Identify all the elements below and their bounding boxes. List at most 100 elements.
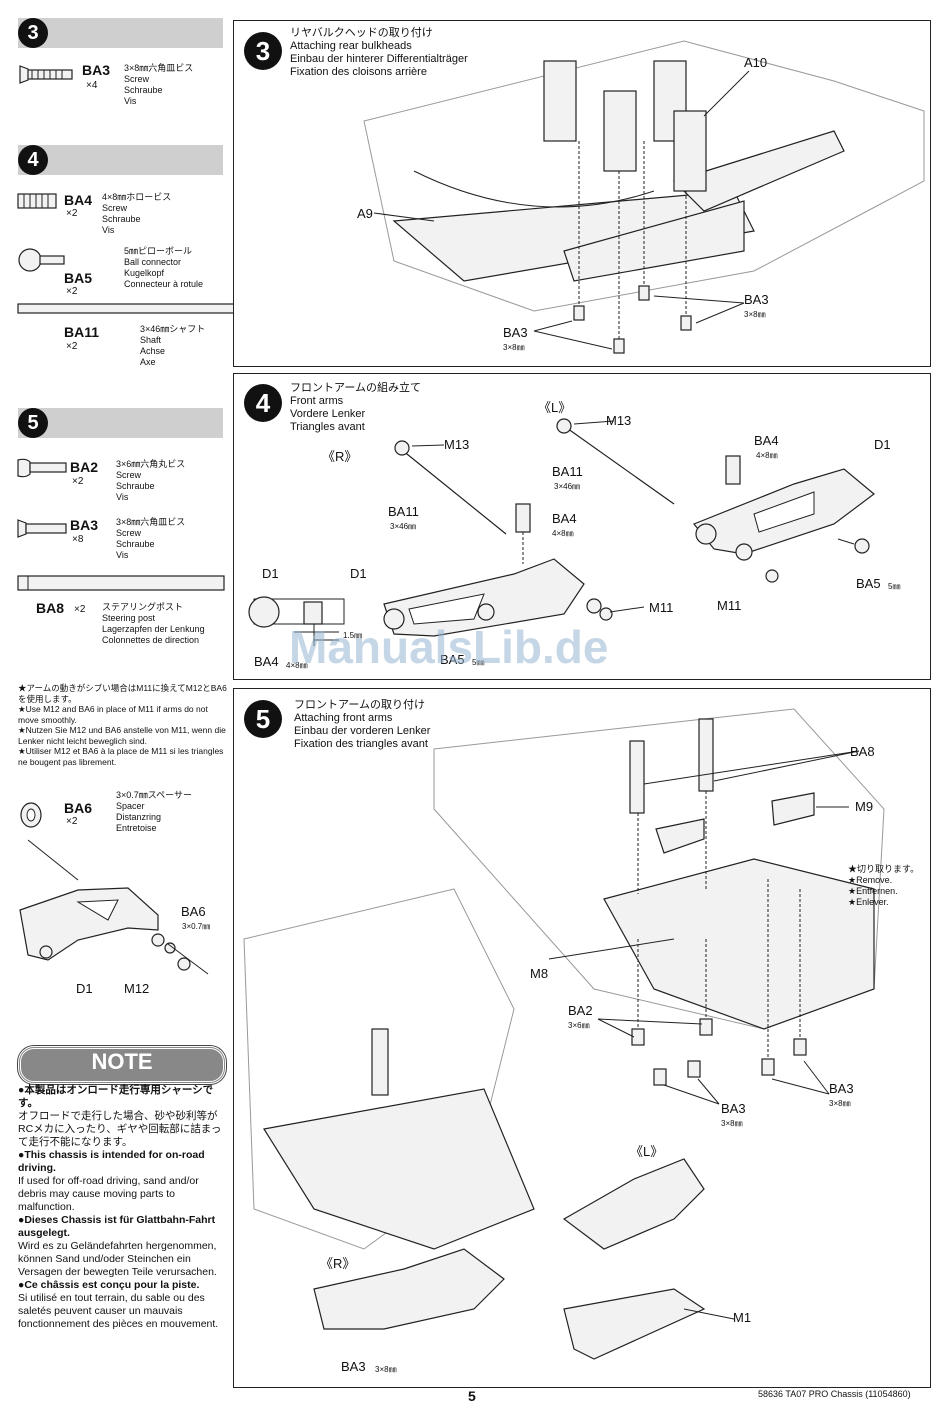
- diagram-label: A9: [357, 206, 373, 221]
- part-code: BA8: [36, 600, 65, 616]
- part-qty: ×2: [66, 341, 78, 352]
- hollow-screw-icon: [17, 193, 57, 209]
- title-de: Vordere Lenker: [290, 408, 366, 420]
- diagram-label: BA3: [503, 325, 528, 340]
- step3-number: 3: [18, 18, 48, 48]
- part-qty: ×4: [86, 80, 98, 91]
- note-body: ●本製品はオンロード走行専用シャーシです。 オフロードで走行した場合、砂や砂利等…: [18, 1084, 223, 1331]
- diagram-label: BA3: [721, 1101, 746, 1116]
- part-qty: ×2: [66, 286, 78, 297]
- note-fr-body: Si utilisé en tout terrain, du sable ou …: [18, 1292, 219, 1330]
- step3-badge: 3: [244, 32, 282, 70]
- front-arm-drawing: [248, 418, 875, 646]
- diagram-label: D1: [76, 981, 93, 996]
- title-en: Front arms: [290, 395, 344, 407]
- diagram-label: BA6: [181, 904, 206, 919]
- diagram-label: 3×46㎜: [390, 522, 417, 531]
- part-qty: ×2: [72, 476, 84, 487]
- step4-number: 4: [18, 145, 48, 175]
- diagram-label: D1: [262, 566, 279, 581]
- diagram-label: 5㎜: [472, 658, 485, 667]
- tip-note: ★アームの動きがシブい場合はM11に換えてM12とBA6を使用します。 ★Use…: [18, 683, 227, 767]
- diagram-label: M12: [124, 981, 150, 996]
- diagram-label: 3×8㎜: [721, 1119, 743, 1128]
- diagram-label: BA4: [552, 511, 577, 526]
- part-desc: 3×8㎜六角皿ビス Screw Schraube Vis: [124, 63, 194, 106]
- part-desc: 3×0.7㎜スペーサー Spacer Distanzring Entretois…: [116, 790, 192, 833]
- diagram-label: M13: [444, 437, 470, 452]
- part-desc: 3×46㎜シャフト Shaft Achse Axe: [140, 324, 206, 367]
- part-code: BA3: [70, 517, 99, 533]
- part-desc: 4×8㎜ホロービス Screw Schraube Vis: [102, 192, 172, 235]
- title-en: Attaching front arms: [294, 712, 393, 724]
- diagram-label: 4×8㎜: [756, 451, 778, 460]
- rear-chassis-drawing: [363, 40, 925, 354]
- part-code: BA5: [64, 270, 93, 286]
- ball-connector-icon: [18, 248, 65, 272]
- diagram-label: BA3: [829, 1081, 854, 1096]
- diagram-label: BA2: [568, 1003, 593, 1018]
- part-qty: ×2: [66, 816, 78, 827]
- diagram-label: 《R》: [320, 1256, 356, 1271]
- steering-post-icon: [17, 575, 225, 591]
- diagram-label: BA8: [850, 744, 875, 759]
- part-code: BA6: [64, 800, 93, 816]
- diagram-label: 3×8㎜: [829, 1099, 851, 1108]
- note-badge: [18, 1046, 226, 1084]
- diagram-label: A10: [744, 55, 768, 70]
- title-jp: フロントアームの組み立て: [290, 382, 422, 394]
- part-desc: ステアリングポスト Steering post Lagerzapfen der …: [102, 602, 205, 645]
- diagram-label: BA11: [552, 464, 583, 479]
- step3-header-bar: [18, 18, 223, 48]
- part-code: BA11: [64, 324, 100, 340]
- diagram-label: 3×8㎜: [503, 343, 525, 352]
- diagram-label: 3×0.7㎜: [182, 922, 211, 931]
- remove-note: ★切り取ります。 ★Remove. ★Entfernen. ★Enlever.: [848, 864, 920, 907]
- step3-title: リヤバルクヘッドの取り付け Attaching rear bulkheads E…: [290, 27, 468, 79]
- diagram-label: 《R》: [322, 449, 358, 464]
- note-jp-body: オフロードで走行した場合、砂や砂利等がRCメカに入ったり、ギヤや回転部に詰まって…: [18, 1110, 222, 1148]
- diagram-label: BA3: [744, 292, 769, 307]
- diagram-label: 3×46㎜: [554, 482, 581, 491]
- note-en-body: If used for off-road driving, sand and/o…: [18, 1175, 199, 1213]
- title-en: Attaching rear bulkheads: [290, 40, 412, 52]
- diagram-label: BA4: [254, 654, 279, 669]
- shaft-icon: [17, 303, 237, 314]
- diagram-label: M1: [733, 1310, 752, 1325]
- diagram-label: 4×8㎜: [552, 529, 574, 538]
- diagram-label: BA11: [388, 504, 419, 519]
- title-jp: フロントアームの取り付け: [294, 699, 426, 711]
- note-de-heading: ●Dieses Chassis ist für Glattbahn-Fahrt …: [18, 1214, 216, 1239]
- part-desc: 5㎜ピローボール Ball connector Kugelkopf Connec…: [124, 246, 204, 289]
- diagram-label: 3×8㎜: [744, 310, 766, 319]
- screw-round-icon: [17, 458, 67, 478]
- part-code: BA3: [82, 62, 111, 78]
- part-code: BA4: [64, 192, 93, 208]
- note-fr-heading: ●Ce châssis est conçu pour la piste.: [18, 1279, 200, 1291]
- diagram-label: 《L》: [630, 1144, 664, 1159]
- front-chassis-drawing: [243, 708, 885, 1360]
- part-qty: ×8: [72, 534, 84, 545]
- document-reference: 58636 TA07 PRO Chassis (11054860): [758, 1389, 911, 1399]
- spacer-icon: [20, 802, 42, 828]
- step5-panel: [233, 688, 931, 1388]
- title-fr: Triangles avant: [290, 421, 365, 433]
- title-de: Einbau der vorderen Lenker: [294, 725, 431, 737]
- part-desc: 3×6㎜六角丸ビス Screw Schraube Vis: [116, 459, 186, 502]
- page-number: 5: [468, 1388, 476, 1404]
- note-title: NOTE: [91, 1049, 153, 1074]
- step5-number: 5: [18, 408, 48, 438]
- diagram-label: D1: [874, 437, 891, 452]
- note-de-body: Wird es zu Geländefahrten hergenommen, k…: [18, 1240, 217, 1278]
- diagram-label: 4×8㎜: [286, 661, 308, 670]
- screw-icon: [19, 65, 73, 84]
- diagram-label: 5㎜: [888, 582, 901, 591]
- title-fr: Fixation des cloisons arrière: [290, 66, 427, 78]
- diagram-label: D1: [350, 566, 367, 581]
- diagram-label: BA5: [856, 576, 881, 591]
- diagram-label: M9: [855, 799, 874, 814]
- spacer-diagram: [19, 839, 209, 975]
- diagram-label: M8: [530, 966, 549, 981]
- part-desc: 3×8㎜六角皿ビス Screw Schraube Vis: [116, 517, 186, 560]
- diagram-label: 3×6㎜: [568, 1021, 590, 1030]
